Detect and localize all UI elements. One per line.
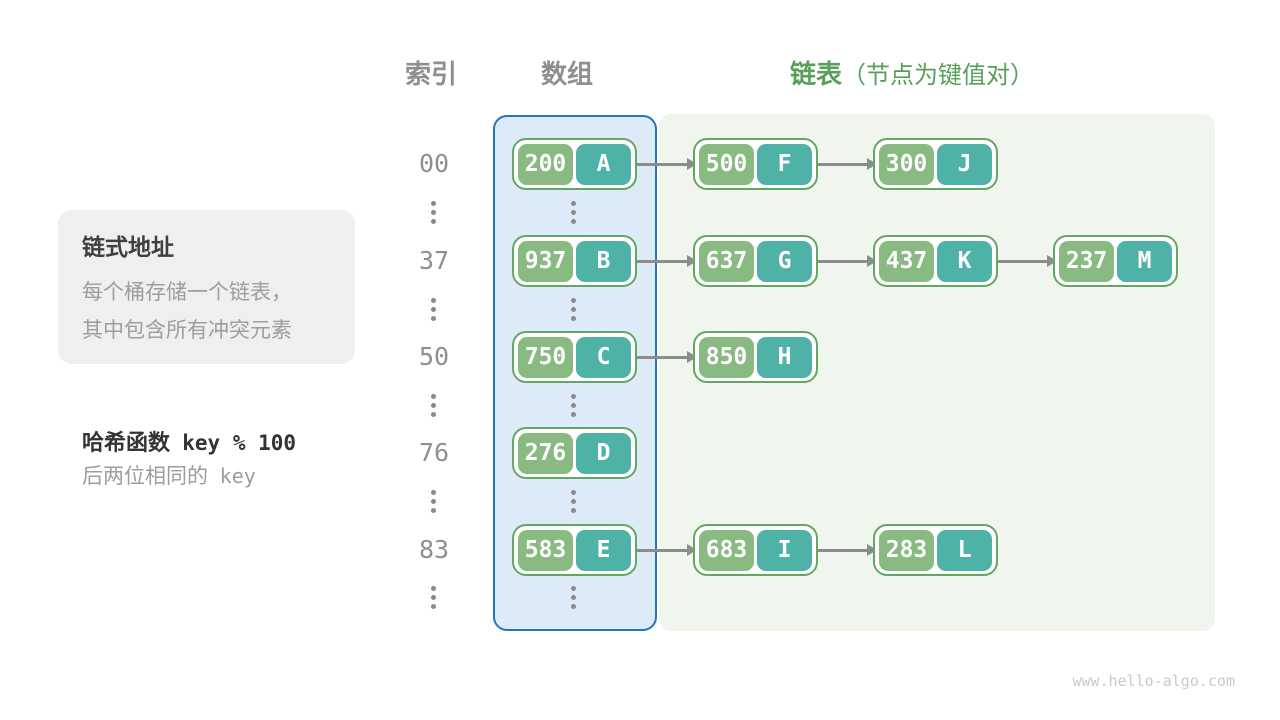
hash-function-formula: key % 100 <box>182 431 297 455</box>
arrow-head <box>687 351 697 363</box>
vertical-ellipsis-icon <box>431 586 436 609</box>
arrow-line <box>633 259 689 263</box>
vertical-ellipsis-icon <box>571 394 576 417</box>
arrow-head <box>687 544 697 556</box>
arrow-icon <box>633 350 697 364</box>
node-key: 583 <box>518 529 573 571</box>
node-key: 750 <box>518 336 573 378</box>
vertical-ellipsis-icon <box>431 490 436 513</box>
node-value: J <box>937 143 992 185</box>
arrow-icon <box>814 543 877 557</box>
node-value: I <box>757 529 812 571</box>
chaining-note-box: 链式地址 每个桶存储一个链表， 其中包含所有冲突元素 <box>58 210 355 364</box>
vertical-ellipsis-icon <box>571 201 576 224</box>
arrow-icon <box>814 157 877 171</box>
node-value: C <box>576 336 631 378</box>
vertical-ellipsis-icon <box>571 298 576 321</box>
node-key: 200 <box>518 143 573 185</box>
arrow-line <box>814 259 869 263</box>
linked-list-column-header: 链表（节点为键值对） <box>790 54 1034 91</box>
node-value: H <box>757 336 812 378</box>
node-key: 637 <box>699 240 754 282</box>
node-key: 283 <box>879 529 934 571</box>
arrow-head <box>1047 255 1057 267</box>
arrow-head <box>687 158 697 170</box>
node-value: A <box>576 143 631 185</box>
hash-note-line-1: 后两位相同的 key <box>82 464 256 488</box>
arrow-line <box>814 162 869 166</box>
arrow-head <box>867 158 877 170</box>
arrow-icon <box>814 254 877 268</box>
index-column-header: 索引 <box>405 59 458 89</box>
bucket-index-label: 50 <box>418 342 450 371</box>
arrow-head <box>867 544 877 556</box>
vertical-ellipsis-icon <box>431 201 436 224</box>
hash-function-title: 哈希函数 key % 100 <box>82 430 297 455</box>
bucket-index-label: 76 <box>418 438 450 467</box>
vertical-ellipsis-icon <box>571 490 576 513</box>
node-key: 683 <box>699 529 754 571</box>
arrow-icon <box>633 543 697 557</box>
arrow-line <box>633 162 689 166</box>
watermark: www.hello-algo.com <box>1072 672 1235 690</box>
node-key: 300 <box>879 143 934 185</box>
node-value: G <box>757 240 812 282</box>
arrow-line <box>633 548 689 552</box>
arrow-head <box>867 255 877 267</box>
node-key: 237 <box>1059 240 1114 282</box>
node-value: E <box>576 529 631 571</box>
arrow-line <box>633 355 689 359</box>
linked-list-note: （节点为键值对） <box>842 62 1035 89</box>
arrow-icon <box>633 254 697 268</box>
arrow-icon <box>633 157 697 171</box>
node-value: K <box>937 240 992 282</box>
bucket-index-label: 37 <box>418 246 450 275</box>
vertical-ellipsis-icon <box>431 298 436 321</box>
node-value: F <box>757 143 812 185</box>
chaining-note-title: 链式地址 <box>82 234 174 260</box>
node-value: L <box>937 529 992 571</box>
arrow-line <box>814 548 869 552</box>
node-key: 276 <box>518 432 573 474</box>
array-column-header: 数组 <box>541 59 594 89</box>
node-value: M <box>1117 240 1172 282</box>
chaining-note-line-2: 其中包含所有冲突元素 <box>82 319 292 342</box>
hash-function-note: 哈希函数 key % 100 后两位相同的 key <box>82 425 296 496</box>
arrow-head <box>687 255 697 267</box>
bucket-index-label: 83 <box>418 535 450 564</box>
chaining-note-line-1: 每个桶存储一个链表， <box>82 281 292 304</box>
bucket-index-label: 00 <box>418 149 450 178</box>
arrow-icon <box>994 254 1057 268</box>
node-value: B <box>576 240 631 282</box>
vertical-ellipsis-icon <box>571 586 576 609</box>
node-key: 437 <box>879 240 934 282</box>
vertical-ellipsis-icon <box>431 394 436 417</box>
node-key: 850 <box>699 336 754 378</box>
node-key: 937 <box>518 240 573 282</box>
arrow-line <box>994 259 1049 263</box>
node-value: D <box>576 432 631 474</box>
linked-list-label: 链表 <box>790 59 843 89</box>
node-key: 500 <box>699 143 754 185</box>
